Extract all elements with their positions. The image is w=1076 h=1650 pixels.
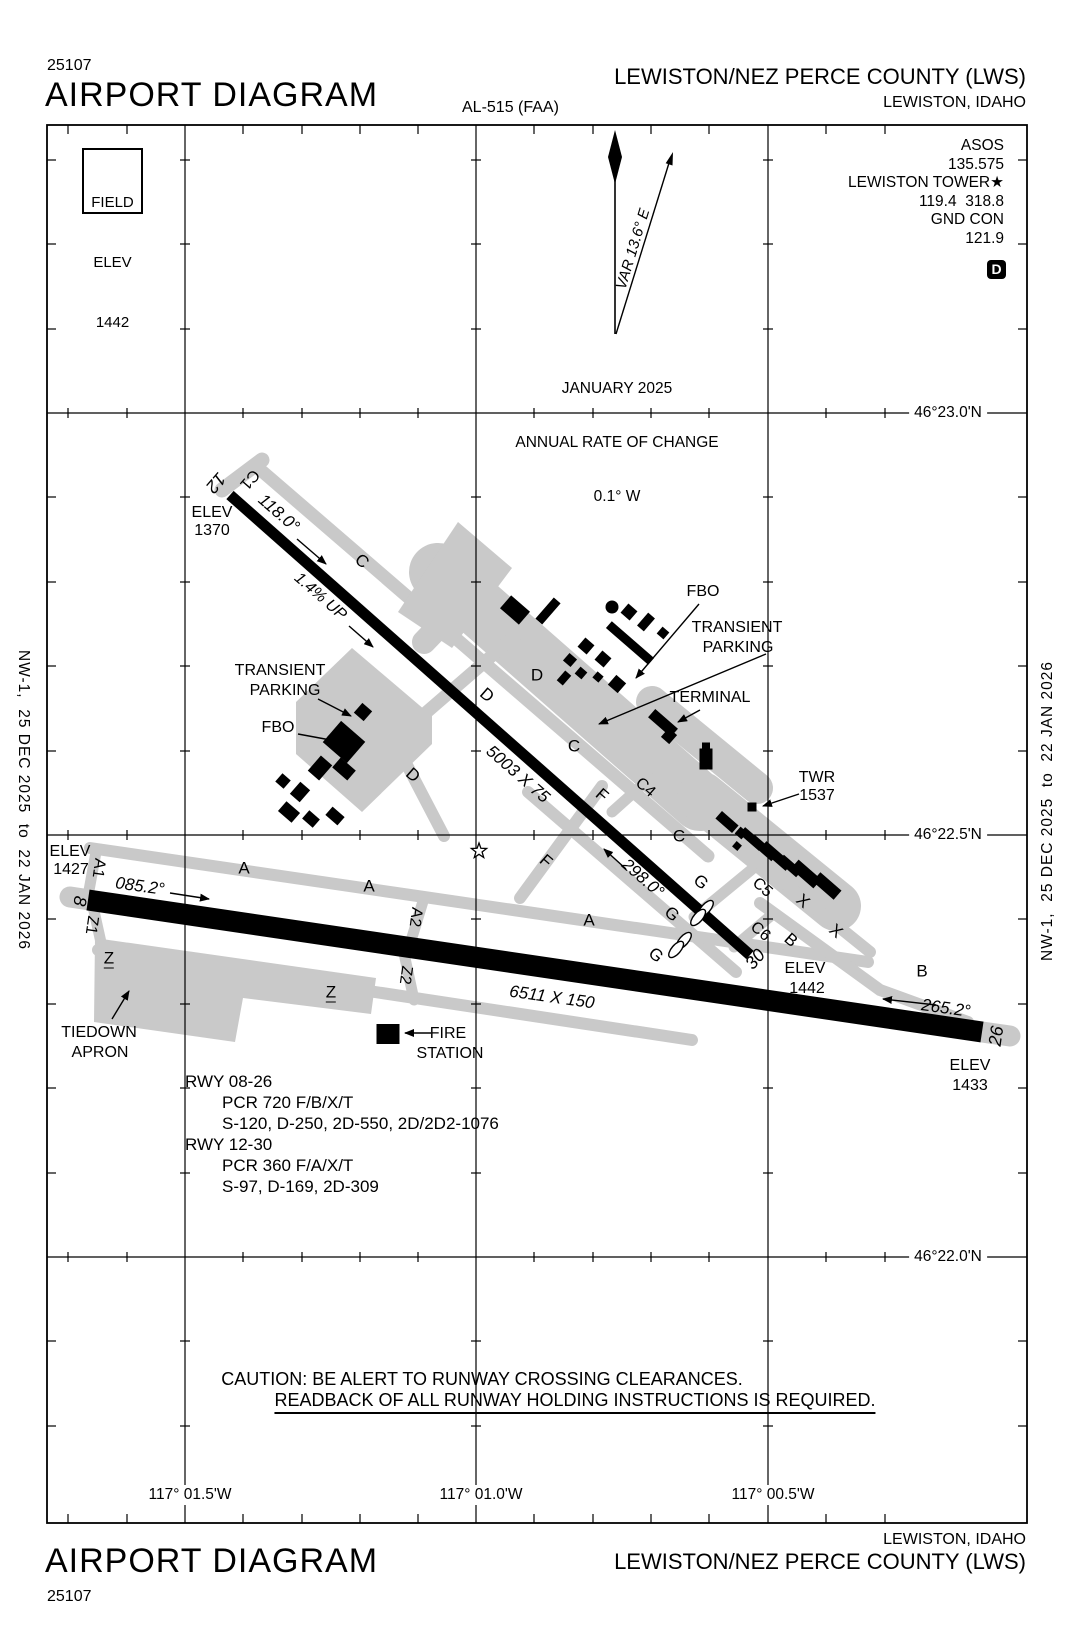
footer-city: LEWISTON, IDAHO — [883, 1531, 1026, 1548]
tiedown-apron-line-2: APRON — [71, 1044, 129, 1061]
rwy12-elev-value: 1370 — [194, 522, 230, 539]
comms-line-0: ASOS — [960, 137, 1004, 154]
margin-note-left: NW-1, 25 DEC 2025 to 22 JAN 2026 — [15, 649, 32, 951]
rwy12-elev-label: ELEV — [191, 504, 233, 521]
chart-number-bottom: 25107 — [47, 1588, 92, 1605]
taxiway-a2-label: A2 — [405, 906, 426, 928]
field-elev-word-1: FIELD — [91, 194, 134, 211]
north-arrow — [608, 130, 673, 335]
taxiway-z1-label: Z1 — [81, 914, 102, 936]
rwy8-elev-value: 1427 — [53, 861, 89, 878]
runway-data-line-2: S-120, D-250, 2D-550, 2D/2D2-1076 — [222, 1114, 499, 1133]
taxiway-a-label-1: A — [238, 858, 250, 878]
transient-parking-east-line-1: TRANSIENT — [691, 619, 783, 636]
annual-rate-block: JANUARY 2025 ANNUAL RATE OF CHANGE 0.1° … — [515, 344, 718, 542]
annual-rate-label: ANNUAL RATE OF CHANGE — [515, 434, 719, 451]
grid-lines — [47, 125, 1027, 1523]
comms-line-3: 119.4 318.8 — [918, 192, 1004, 210]
taxiway-z-label-2: Z — [325, 982, 337, 1003]
longitude-117-01-0: 117° 01.0'W — [435, 1485, 527, 1505]
rwy8-elev-label: ELEV — [49, 843, 91, 860]
tiedown-apron-line-1: TIEDOWN — [61, 1024, 137, 1041]
rwy26-number: 26 — [984, 1024, 1008, 1048]
runway-data-line-4: PCR 360 F/A/X/T — [222, 1156, 354, 1175]
caution-line-1: CAUTION: BE ALERT TO RUNWAY CROSSING CLE… — [221, 1369, 743, 1389]
buildings — [275, 595, 842, 1044]
latitude-46-22-0: 46°22.0'N — [909, 1247, 987, 1267]
rwy26-elev-label: ELEV — [949, 1057, 991, 1074]
taxiway-z-label-1: Z — [103, 948, 115, 969]
label-arrows — [111, 538, 937, 1037]
comms-line-5: 121.9 — [965, 229, 1004, 247]
variation-date: JANUARY 2025 — [561, 380, 673, 397]
taxiway-a1-label: A1 — [88, 857, 109, 879]
footer-airport-name: LEWISTON/NEZ PERCE COUNTY (LWS) — [614, 1549, 1026, 1574]
latitude-46-22-5: 46°22.5'N — [909, 825, 987, 845]
airport-city: LEWISTON, IDAHO — [883, 94, 1026, 111]
page-title: AIRPORT DIAGRAM — [45, 76, 379, 114]
longitude-117-00-5: 117° 00.5'W — [727, 1485, 819, 1505]
field-elev-value: 1442 — [95, 314, 130, 331]
terminal-label: TERMINAL — [669, 689, 751, 706]
taxiway-a-label-3: A — [583, 910, 595, 930]
margin-note-right: NW-1, 25 DEC 2025 to 22 JAN 2026 — [1039, 660, 1056, 962]
latitude-46-23-0: 46°23.0'N — [909, 403, 987, 423]
taxiway-c-label-3: C — [672, 826, 686, 846]
runway-08-26 — [86, 889, 984, 1043]
runways — [86, 490, 984, 1043]
rwy30-elev-label: ELEV — [784, 960, 826, 977]
chart-number-top: 25107 — [47, 57, 92, 74]
rwy26-elev-value: 1433 — [952, 1077, 988, 1094]
runway-12-30 — [226, 490, 754, 960]
longitude-117-01-5: 117° 01.5'W — [144, 1485, 236, 1505]
beacon-star-icon — [469, 841, 489, 860]
taxiway-b-label-2: B — [916, 961, 928, 981]
taxiway-c-label-2: C — [567, 736, 581, 756]
twr-elev-value: 1537 — [799, 787, 835, 804]
al-number: AL-515 (FAA) — [462, 99, 559, 116]
twr-label: TWR — [798, 769, 836, 786]
comms-line-1: 135.575 — [947, 155, 1004, 173]
wind-indicator-icons — [668, 899, 714, 959]
caution-line-2: READBACK OF ALL RUNWAY HOLDING INSTRUCTI… — [274, 1390, 876, 1414]
rwy30-elev-value: 1442 — [789, 980, 825, 997]
fire-station-line-2: STATION — [416, 1045, 484, 1062]
runway-data-line-1: PCR 720 F/B/X/T — [222, 1093, 354, 1112]
footer-title: AIRPORT DIAGRAM — [45, 1542, 379, 1580]
runway-data-line-3: RWY 12-30 — [185, 1135, 273, 1154]
transient-parking-west-line-1: TRANSIENT — [234, 662, 326, 679]
comms-line-4: GND CON — [930, 211, 1004, 229]
taxiway-z2-label: Z2 — [395, 964, 416, 986]
annual-rate-value: 0.1° W — [593, 488, 641, 505]
runway-data-line-0: RWY 08-26 — [185, 1072, 273, 1091]
comms-line-2: LEWISTON TOWER★ — [848, 174, 1004, 192]
fbo-east-label: FBO — [686, 583, 720, 600]
field-elevation-box: FIELD ELEV 1442 — [82, 148, 143, 331]
field-elev-word-2: ELEV — [93, 254, 132, 271]
fbo-west-label: FBO — [261, 719, 295, 736]
taxiway-d-label-3: D — [530, 665, 544, 685]
chart-frame — [46, 124, 1028, 1524]
runway-data-line-5: S-97, D-169, 2D-309 — [222, 1177, 379, 1196]
fire-station-line-1: FIRE — [429, 1025, 467, 1042]
taxiway-apron-shapes — [59, 452, 1021, 1047]
taxiway-a-label-2: A — [363, 876, 375, 896]
transient-parking-east-line-2: PARKING — [702, 639, 774, 656]
airport-name: LEWISTON/NEZ PERCE COUNTY (LWS) — [614, 64, 1026, 89]
hot-spot-d-symbol: D — [987, 260, 1006, 279]
variation-arrow — [615, 162, 670, 335]
transient-parking-west-line-2: PARKING — [249, 682, 321, 699]
